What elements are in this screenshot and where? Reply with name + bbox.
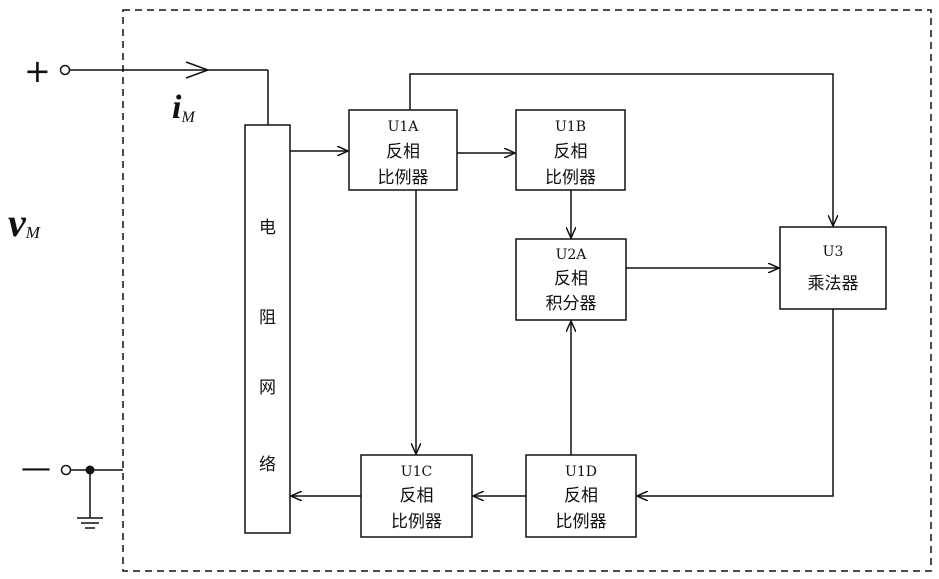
u3-line1: 乘法器 <box>808 274 859 294</box>
wire-u3-to-u1d <box>637 309 833 496</box>
u1b-line1: 反相 <box>554 142 588 162</box>
current-label: iM <box>172 89 196 126</box>
u3-block <box>780 227 886 309</box>
resistor-network-char-3: 网 <box>259 378 276 398</box>
u1a-line2: 比例器 <box>378 168 429 188</box>
u1b-id: U1B <box>555 119 586 135</box>
u2a-line1: 反相 <box>554 269 588 289</box>
resistor-network-char-4: 络 <box>259 455 276 475</box>
u3-id: U3 <box>823 244 844 260</box>
u1d-id: U1D <box>565 464 597 480</box>
minus-terminal-node <box>62 466 71 475</box>
u2a-line2: 积分器 <box>546 294 597 314</box>
u1b-line2: 比例器 <box>545 168 596 188</box>
u1d-line1: 反相 <box>564 486 598 506</box>
resistor-network-char-1: 电 <box>259 218 276 238</box>
voltage-label: vM <box>8 200 41 245</box>
u1c-line1: 反相 <box>400 486 434 506</box>
u1d-line2: 比例器 <box>556 512 607 532</box>
u1a-id: U1A <box>388 119 420 135</box>
resistor-network-char-2: 阻 <box>259 308 276 328</box>
plus-terminal-node <box>61 66 70 75</box>
u1a-line1: 反相 <box>386 142 420 162</box>
plus-terminal-sign: + <box>24 52 51 90</box>
u1c-id: U1C <box>401 464 432 480</box>
u1c-line2: 比例器 <box>391 512 442 532</box>
ground-icon <box>77 518 103 528</box>
u2a-id: U2A <box>556 247 588 263</box>
minus-terminal-sign: — <box>21 451 51 486</box>
